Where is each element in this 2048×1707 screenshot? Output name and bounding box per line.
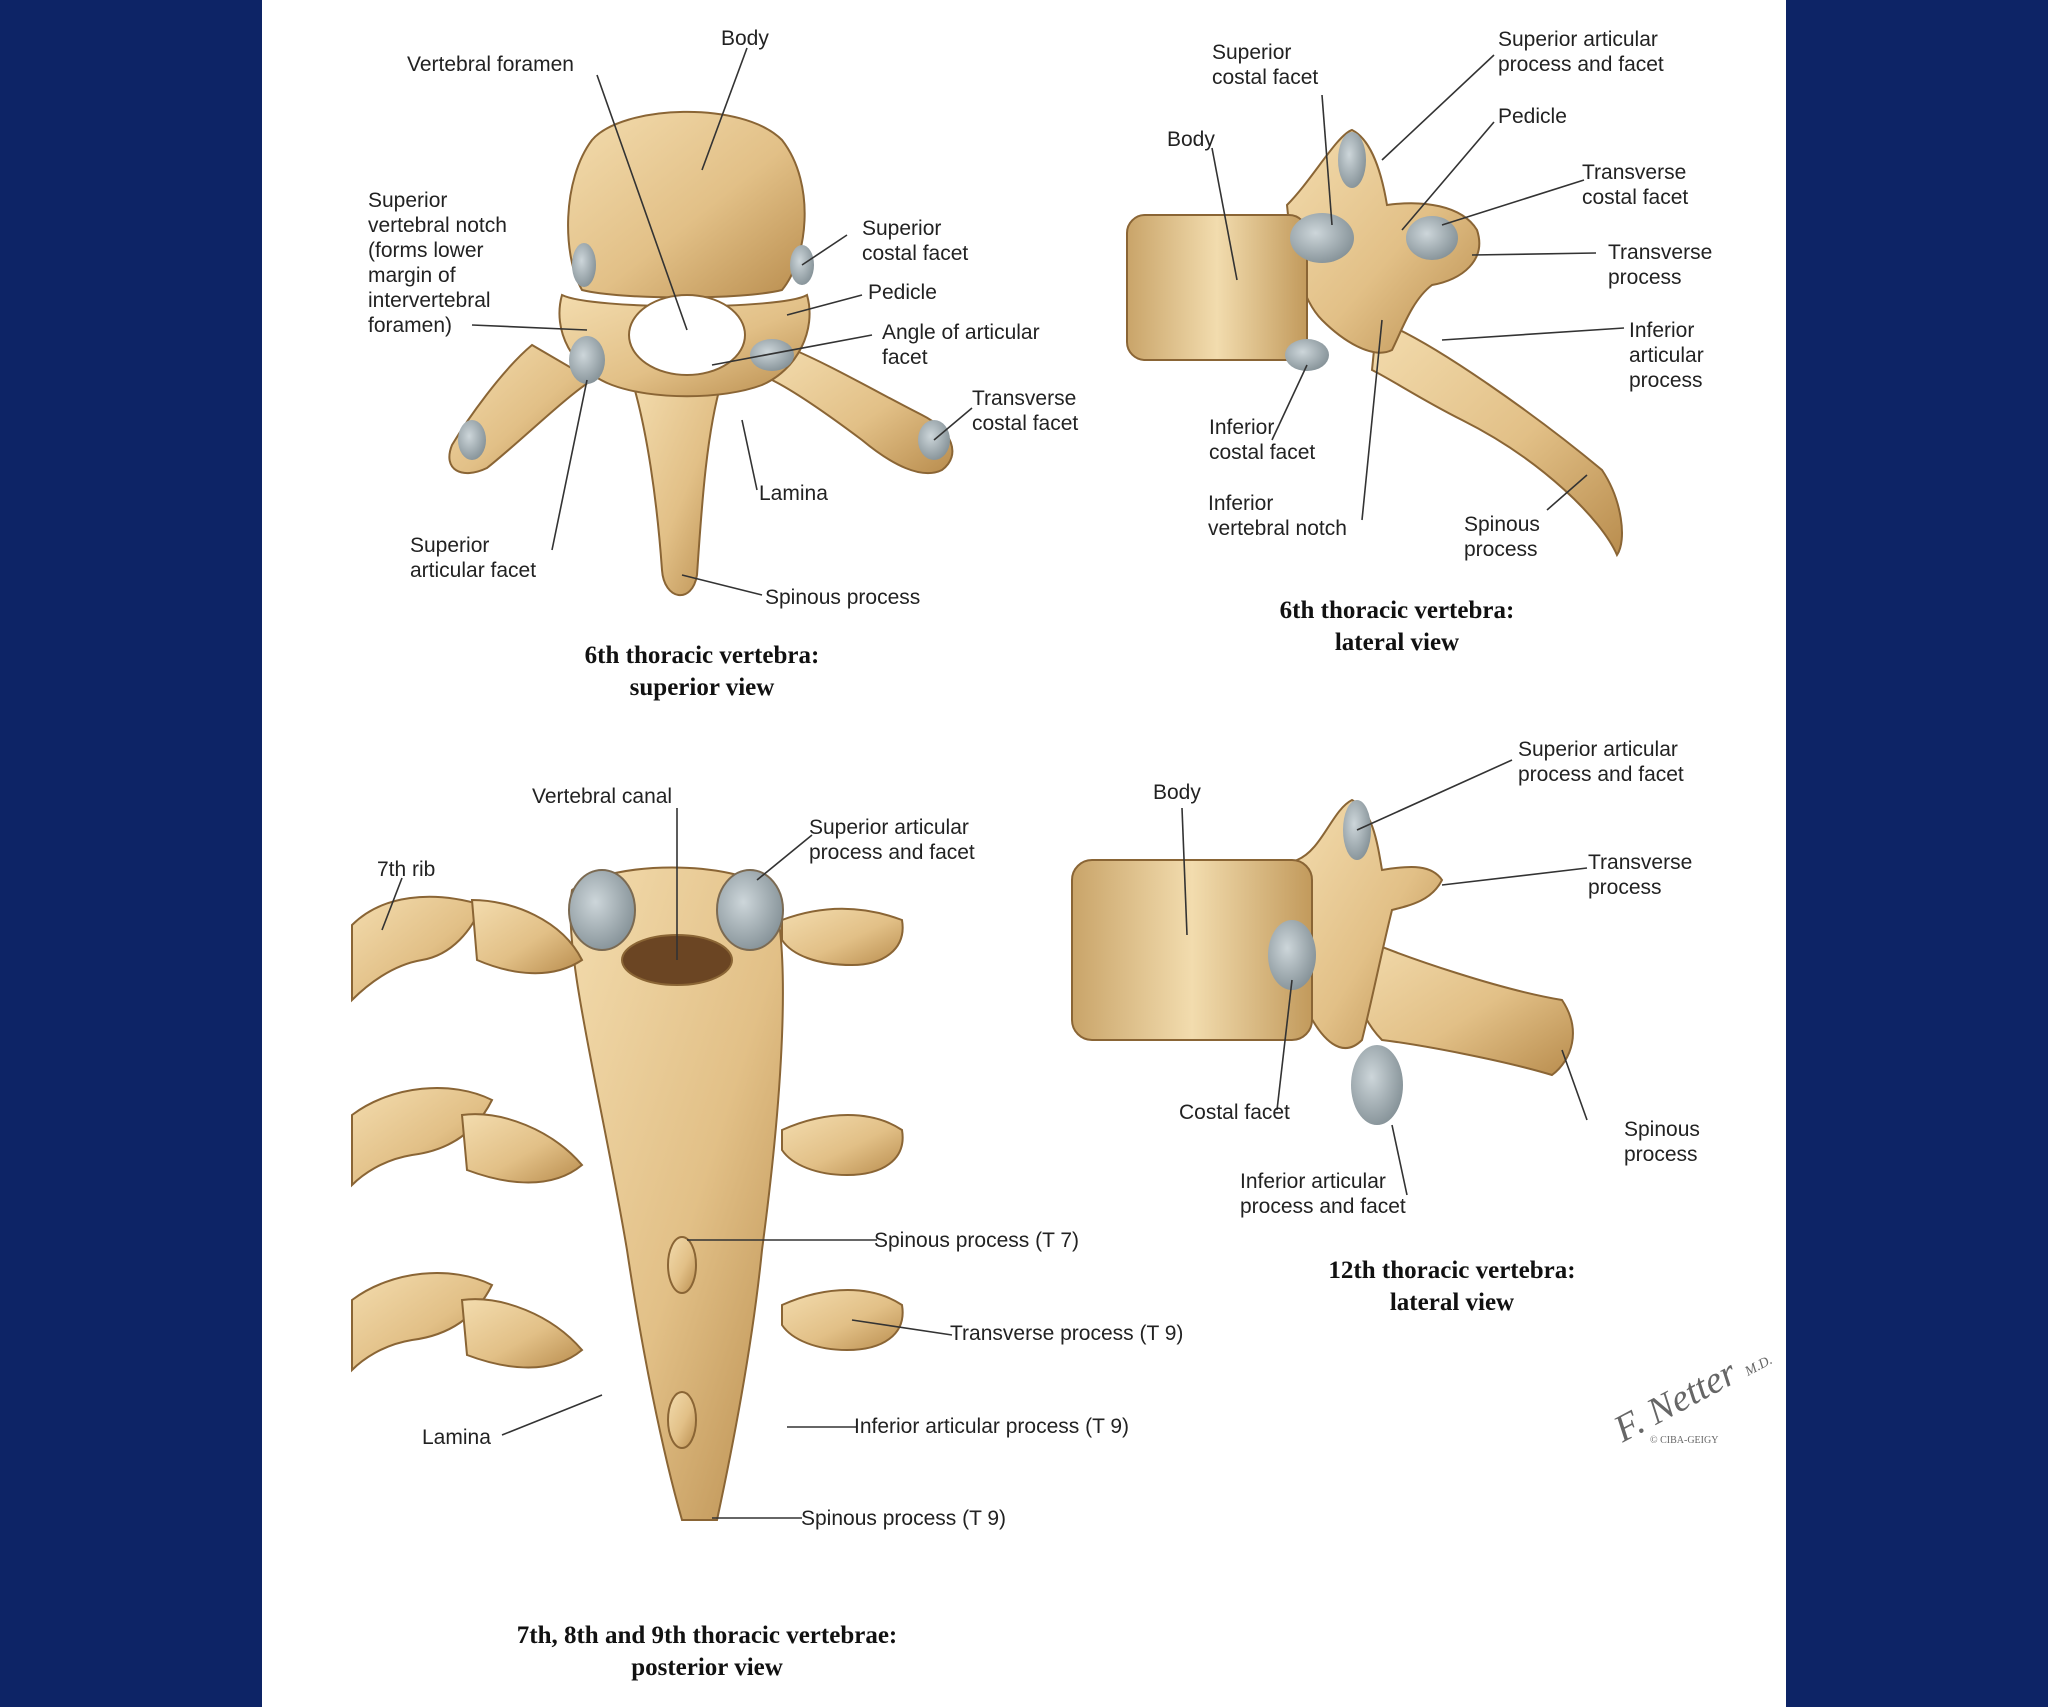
label-inferior-articular-process-lateral: Inferior articular process (1629, 319, 1704, 392)
transverse-process-t7-left (470, 898, 584, 975)
facet-costal-left (572, 243, 596, 287)
t6-superior-drawing (448, 110, 954, 596)
caption-t7-t9-posterior: 7th, 8th and 9th thoracic vertebrae: pos… (516, 1622, 898, 1681)
label-body-t12: Body (1153, 781, 1201, 804)
spinous-process-lateral (1370, 318, 1623, 558)
label-pedicle: Pedicle (868, 281, 937, 304)
inferior-articular-facet-t12 (1351, 1045, 1403, 1125)
label-superior-costal-facet: Superior costal facet (862, 217, 969, 265)
caption-t6-lateral: 6th thoracic vertebra: lateral view (1279, 597, 1515, 656)
transverse-process-t7-right (781, 907, 904, 967)
label-transverse-process-t9: Transverse process (T 9) (950, 1322, 1184, 1345)
label-transverse-process-t12: Transverse process (1588, 851, 1693, 899)
t12-lateral-drawing (1071, 798, 1574, 1125)
costal-facet-t12 (1268, 920, 1316, 990)
label-body: Body (721, 27, 769, 50)
spinous-process-t12 (1351, 933, 1574, 1077)
label-superior-articular-process-and-facet-posterior: Superior articular process and facet (809, 816, 975, 864)
label-transverse-process-lateral: Transverse process (1608, 241, 1713, 289)
label-superior-vertebral-notch: Superior vertebral notch (forms lower ma… (368, 189, 507, 337)
label-superior-costal-facet-lateral: Superior costal facet (1212, 41, 1319, 89)
inferior-costal-facet-lateral (1285, 339, 1329, 371)
t6-lateral-drawing (1126, 128, 1623, 558)
label-inferior-articular-process-t9: Inferior articular process (T 9) (854, 1415, 1130, 1438)
label-spinous-process-t12: Spinous process (1624, 1118, 1700, 1166)
t6-superior-leaders (471, 47, 973, 596)
t7-t9-posterior-drawing (351, 866, 904, 1521)
vertebral-body-lateral (1126, 214, 1308, 361)
transverse-process-t9-right (781, 1289, 904, 1352)
label-vertebral-canal: Vertebral canal (532, 785, 673, 808)
spinous-process-t8-knob (667, 1391, 697, 1449)
label-superior-articular-process-and-facet-t12: Superior articular process and facet (1518, 738, 1684, 786)
label-spinous-process-lateral: Spinous process (1464, 513, 1540, 561)
superior-articular-facet-right (716, 869, 784, 951)
label-spinous-process: Spinous process (765, 586, 921, 609)
facet-left (569, 336, 605, 384)
superior-articular-facet-left (568, 869, 636, 951)
t12-lateral-leaders (1181, 759, 1588, 1196)
facet-transverse-left (458, 420, 486, 460)
caption-t12-lateral: 12th thoracic vertebra: lateral view (1328, 1257, 1576, 1316)
t7-t9-leaders (381, 808, 953, 1519)
facet-right (750, 339, 794, 371)
transverse-process-t8-right (781, 1114, 904, 1177)
label-pedicle-lateral: Pedicle (1498, 105, 1567, 128)
label-spinous-process-t7: Spinous process (T 7) (874, 1229, 1080, 1252)
transverse-process-t8-left (460, 1113, 584, 1184)
neural-arch-lateral (1285, 128, 1481, 354)
label-body-lateral: Body (1167, 128, 1215, 151)
label-lamina-posterior: Lamina (422, 1426, 491, 1449)
label-angle-of-articular-facet: Angle of articular facet (882, 321, 1040, 369)
spinous-process-t7-knob (667, 1236, 697, 1294)
label-7th-rib: 7th rib (377, 858, 436, 881)
label-lamina: Lamina (759, 482, 828, 505)
transverse-process-right (770, 343, 954, 475)
label-transverse-costal-facet: Transverse costal facet (972, 387, 1079, 435)
vertebral-foramen (628, 294, 746, 376)
vertebrae-illustration (351, 47, 1625, 1521)
illustration-panel: Body Vertebral foramen Superior vertebra… (262, 0, 1786, 1707)
t6-lateral-leaders (1211, 54, 1625, 521)
label-inferior-costal-facet: Inferior costal facet (1209, 416, 1316, 464)
rib-7 (351, 895, 484, 1003)
label-superior-articular-process-and-facet: Superior articular process and facet (1498, 28, 1664, 76)
superior-articular-facet-lateral (1338, 132, 1366, 188)
transverse-costal-facet-lateral (1406, 216, 1458, 260)
spinous-process (630, 379, 724, 596)
label-inferior-vertebral-notch: Inferior vertebral notch (1208, 492, 1347, 540)
vertebral-body (567, 110, 806, 299)
label-vertebral-foramen: Vertebral foramen (407, 53, 574, 76)
caption-t6-superior: 6th thoracic vertebra: superior view (584, 642, 820, 701)
label-spinous-process-t9: Spinous process (T 9) (801, 1507, 1007, 1530)
label-costal-facet-t12: Costal facet (1179, 1101, 1290, 1124)
signature-copyright: © CIBA-GEIGY (1650, 1435, 1719, 1446)
label-transverse-costal-facet-lateral: Transverse costal facet (1582, 161, 1689, 209)
superior-costal-facet-lateral (1290, 213, 1354, 263)
label-inferior-articular-process-and-facet-t12: Inferior articular process and facet (1240, 1170, 1406, 1218)
label-superior-articular-facet: Superior articular facet (410, 534, 537, 582)
transverse-process-t9-left (460, 1298, 584, 1369)
